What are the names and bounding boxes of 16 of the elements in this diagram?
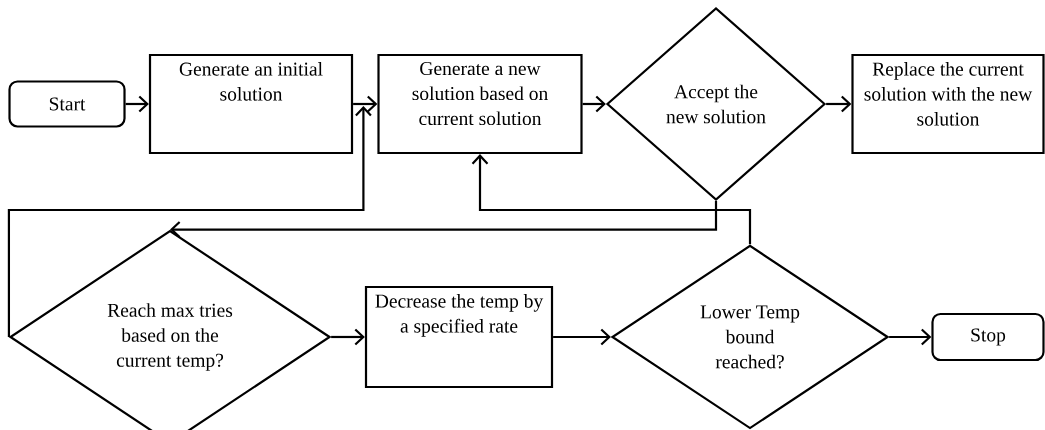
arrow bbox=[889, 328, 932, 346]
arrow bbox=[553, 328, 611, 346]
arrow bbox=[471, 154, 752, 245]
process-box: Replace the current solution with the new solution bbox=[851, 53, 1045, 155]
start-terminal: Start bbox=[8, 80, 126, 128]
stop-terminal: Stop bbox=[931, 312, 1045, 362]
process-box: Generate an initial solution bbox=[148, 53, 354, 155]
process-box: Generate a new solution based on current solution bbox=[377, 53, 583, 155]
arrow bbox=[582, 95, 606, 113]
arrow bbox=[826, 95, 852, 113]
arrow bbox=[331, 328, 365, 346]
arrow bbox=[7, 106, 372, 337]
arrow bbox=[170, 201, 718, 238]
arrow bbox=[125, 95, 149, 113]
arrow bbox=[353, 95, 378, 113]
process-box: Decrease the temp by a specified rate bbox=[364, 285, 554, 389]
